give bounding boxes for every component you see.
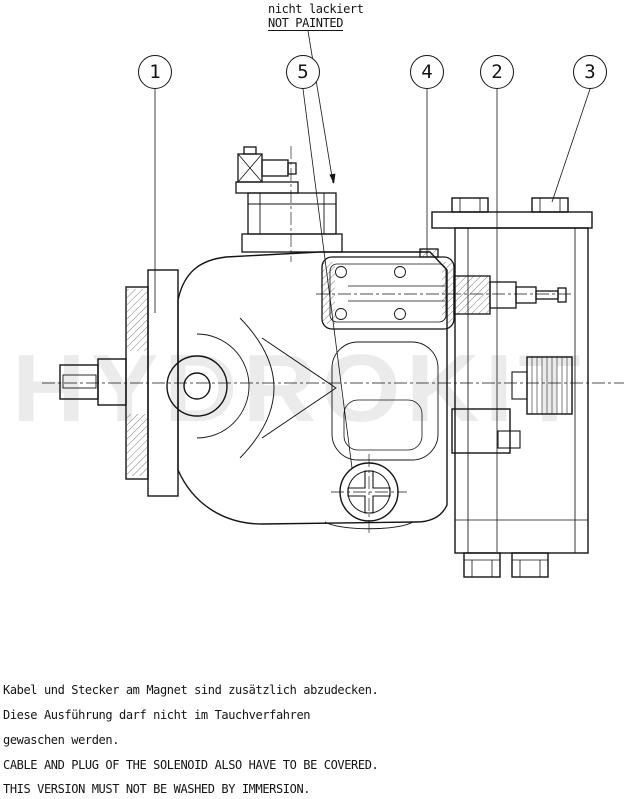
section-hatching	[127, 249, 490, 476]
note-en-line2: THIS VERSION MUST NOT BE WASHED BY IMMER…	[3, 782, 311, 796]
callout-balloon-4: 4	[410, 55, 444, 89]
top-note-en: NOT PAINTED	[268, 16, 344, 31]
callout-number-5: 5	[297, 60, 309, 83]
pump-housing	[166, 251, 448, 530]
callout-balloon-3: 3	[573, 55, 607, 89]
valve-block	[431, 197, 593, 578]
callout-balloon-5: 5	[286, 55, 320, 89]
drive-shaft	[59, 358, 127, 406]
note-de-line3: gewaschen werden.	[3, 733, 120, 747]
callout-balloon-1: 1	[138, 55, 172, 89]
control-valve	[321, 248, 567, 330]
callout-balloon-2: 2	[480, 55, 514, 89]
watermark: HYDROKIT	[12, 335, 586, 442]
leader-lines	[154, 30, 591, 552]
callout-number-4: 4	[421, 60, 433, 83]
note-en-line1: CABLE AND PLUG OF THE SOLENOID ALSO HAVE…	[3, 758, 379, 772]
drain-plug	[339, 462, 399, 522]
note-de-line1: Kabel und Stecker am Magnet sind zusätzl…	[3, 683, 379, 697]
knurled-knob	[531, 357, 568, 414]
callout-number-1: 1	[149, 60, 161, 83]
top-note-de: nicht lackiert	[268, 2, 364, 16]
callout-number-2: 2	[491, 60, 503, 83]
solenoid	[235, 146, 343, 253]
top-note: nicht lackiert NOT PAINTED	[268, 2, 364, 31]
note-de-line2: Diese Ausführung darf nicht im Tauchverf…	[3, 708, 311, 722]
callout-number-3: 3	[584, 60, 596, 83]
